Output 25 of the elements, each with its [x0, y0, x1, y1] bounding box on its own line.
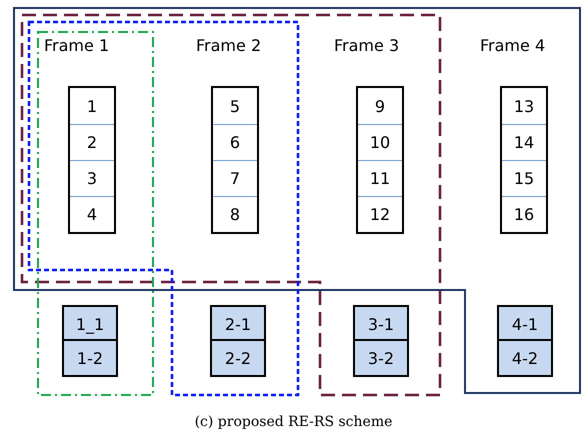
slot-cell: 8 — [213, 196, 257, 232]
slot-cell: 7 — [213, 160, 257, 196]
subframe-cell: 1-2 — [62, 339, 118, 377]
subframe-cell: 4-2 — [497, 339, 553, 377]
slot-cell: 15 — [502, 160, 546, 196]
frame-heading: Frame 3 — [334, 36, 400, 55]
frame-heading: Frame 2 — [196, 36, 262, 55]
slot-cell: 3 — [70, 160, 114, 196]
slot-cell: 4 — [70, 196, 114, 232]
frame-heading: Frame 1 — [44, 36, 110, 55]
slot-cell: 5 — [213, 88, 257, 124]
slot-cell: 9 — [358, 88, 402, 124]
slot-cell: 2 — [70, 124, 114, 160]
slot-cell: 1 — [70, 88, 114, 124]
slot-cell: 13 — [502, 88, 546, 124]
slot-cell: 10 — [358, 124, 402, 160]
slot-cell: 11 — [358, 160, 402, 196]
subframe-cell: 2-2 — [210, 339, 266, 377]
caption: (c) proposed RE-RS scheme — [194, 414, 394, 430]
slot-cell: 6 — [213, 124, 257, 160]
slot-cell: 12 — [358, 196, 402, 232]
subframe-cell: 3-2 — [353, 339, 409, 377]
slot-cell: 16 — [502, 196, 546, 232]
slot-cell: 14 — [502, 124, 546, 160]
frame-heading: Frame 4 — [480, 36, 546, 55]
